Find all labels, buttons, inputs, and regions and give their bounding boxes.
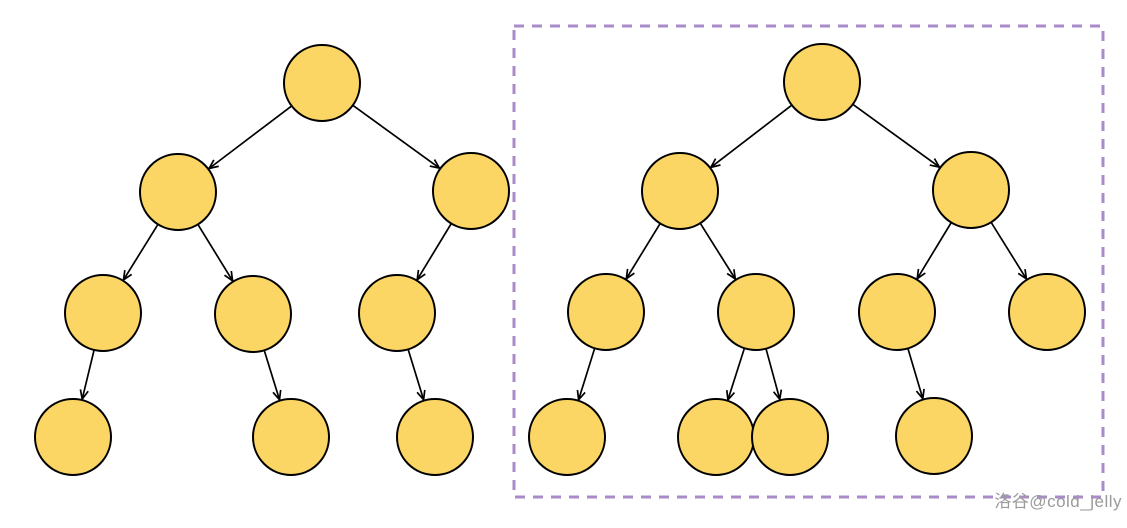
tree-node [895,397,973,475]
tree-node [396,398,474,476]
tree-edge [576,348,596,402]
tree-edge [352,104,442,170]
tree-edge [407,349,426,402]
nodes-layer [34,43,1086,476]
tree-edge [79,349,95,402]
tree-node [751,398,829,476]
left-tree-nodes [34,44,510,476]
tree-node [567,273,645,351]
highlight-dashed-box [512,24,1105,499]
watermark: 洛谷@cold_jelly [994,492,1122,511]
tree-edge [907,348,925,401]
tree-edge [416,223,453,282]
right-tree-edges [576,103,1028,402]
right-tree-nodes [528,43,1086,476]
tree-edge [263,350,282,402]
tree-edge [916,222,953,281]
tree-node [34,398,112,476]
tree-node [252,398,330,476]
tree-node [858,273,936,351]
tree-node [283,44,361,122]
tree-edge [765,348,783,402]
tree-edge [990,221,1028,281]
tree-edge [197,223,234,283]
tree-node [641,152,719,230]
tree-edge [725,347,746,402]
edges-layer [79,103,1028,402]
tree-edge [709,104,793,169]
tree-node [432,152,510,230]
tree-node [677,398,755,476]
tree-node [214,275,292,353]
tree-edge [699,222,737,281]
tree-node [139,153,217,231]
tree-node [528,398,606,476]
tree-node [1008,273,1086,351]
tree-edge [122,223,159,282]
tree-node [64,274,142,352]
tree-node [717,273,795,351]
tree-node [932,151,1010,229]
tree-edge [852,103,942,169]
tree-node [358,274,436,352]
left-tree-edges [79,104,453,402]
tree-edge [207,105,293,170]
tree-edge [625,222,661,281]
tree-node [783,43,861,121]
